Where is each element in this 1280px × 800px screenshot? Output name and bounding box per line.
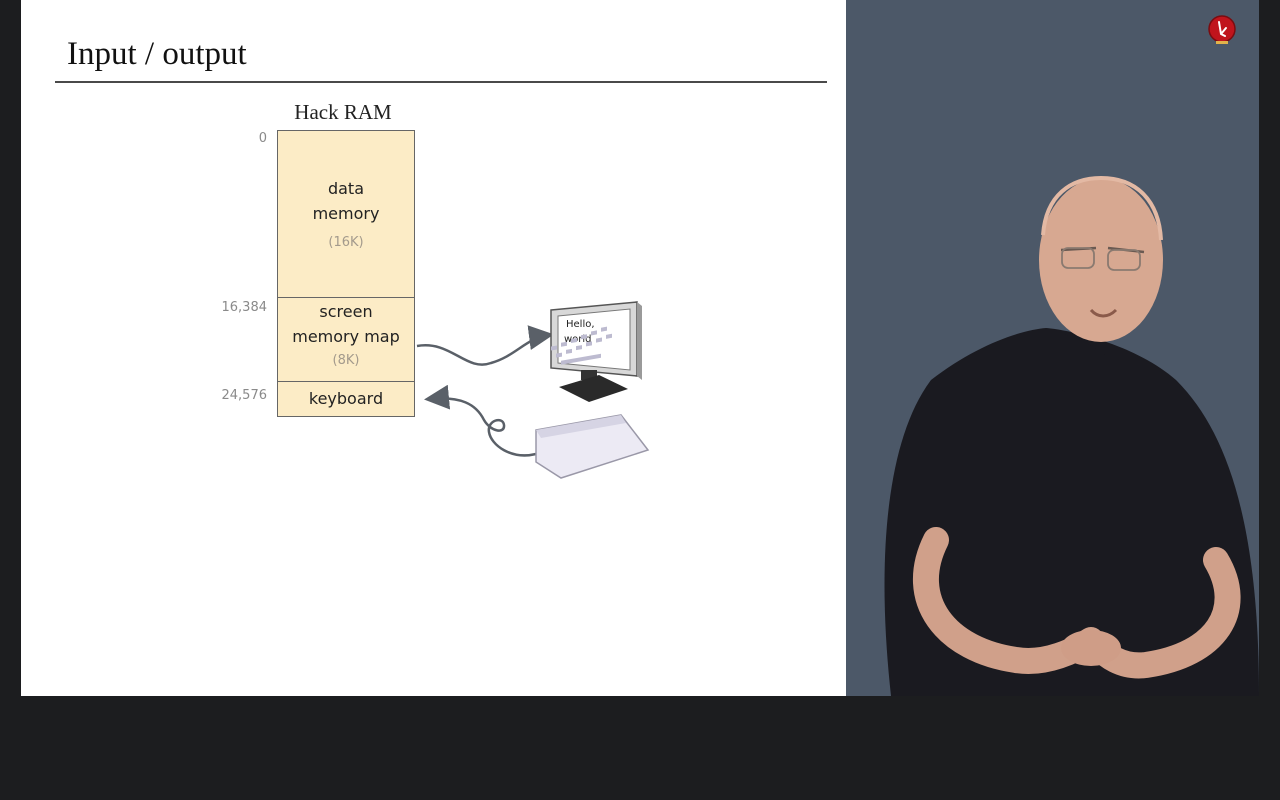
data-memory-segment: data memory (16K): [278, 131, 414, 297]
title-divider: [55, 81, 827, 83]
ram-title: Hack RAM: [294, 100, 392, 124]
keyboard-segment: keyboard: [278, 381, 414, 418]
monitor-text-line2: world: [564, 334, 592, 345]
segment-label: memory map: [292, 327, 400, 346]
segment-size: (8K): [332, 353, 360, 368]
segment-label: memory: [312, 204, 380, 223]
segment-label: screen: [319, 302, 373, 321]
keyboard-icon: [535, 326, 650, 479]
slide-title: Input / output: [67, 36, 247, 72]
channel-logo-icon: [1208, 15, 1236, 44]
lecture-slide: Input / output Hack RAM 0 16,384 24,576 …: [21, 0, 846, 696]
segment-label: keyboard: [308, 389, 384, 408]
monitor-icon: [550, 301, 642, 402]
ram-diagram: data memory (16K) screen memory map (8K)…: [277, 130, 415, 417]
address-label-0: 0: [258, 131, 267, 146]
video-frame[interactable]: Input / output Hack RAM 0 16,384 24,576 …: [21, 0, 1259, 696]
io-diagram: Hello, world: [416, 301, 650, 479]
monitor-text-line1: Hello,: [566, 319, 595, 330]
screen-memory-map-segment: screen memory map (8K): [278, 297, 414, 381]
presenter-video: [846, 0, 1259, 696]
screen-output-wire: [416, 325, 554, 366]
keyboard-input-wire: [424, 384, 537, 457]
address-label-16384: 16,384: [221, 300, 268, 315]
segment-label: data: [327, 179, 365, 198]
segment-size: (16K): [328, 235, 364, 250]
address-label-24576: 24,576: [221, 388, 268, 403]
presenter-figure: [884, 175, 1259, 696]
